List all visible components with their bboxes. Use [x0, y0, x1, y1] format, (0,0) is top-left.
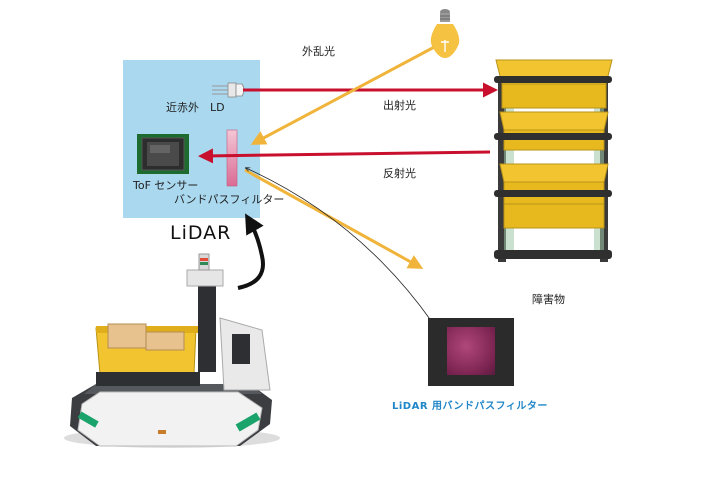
bandpass-filter — [226, 129, 238, 187]
light-bulb-icon — [430, 9, 460, 58]
obstacle-crate-stack — [494, 59, 613, 262]
bandpass-filter-label: バンドパスフィルター — [174, 193, 285, 206]
ir-led-label: 近赤外 LD — [166, 101, 225, 114]
filter-callout-arrow — [246, 168, 433, 323]
emitted-light-label: 出射光 — [383, 99, 416, 112]
ambient-light-label: 外乱光 — [302, 45, 335, 58]
obstacle-label: 障害物 — [532, 293, 565, 306]
lidar-filter-caption: LiDAR 用バンドパスフィルター — [392, 401, 548, 412]
lidar-title: LiDAR — [170, 222, 232, 244]
tof-sensor-chip — [137, 134, 189, 174]
bandpass-filter-glass — [447, 327, 495, 375]
ambient-light-arrow-incoming — [250, 42, 441, 145]
lidar-mount-arrow — [237, 213, 265, 290]
reflected-light-label: 反射光 — [383, 167, 416, 180]
reflected-light-arrow — [198, 148, 491, 164]
tof-sensor-label: ToF センサー — [133, 179, 199, 192]
agv-robot — [64, 253, 280, 448]
